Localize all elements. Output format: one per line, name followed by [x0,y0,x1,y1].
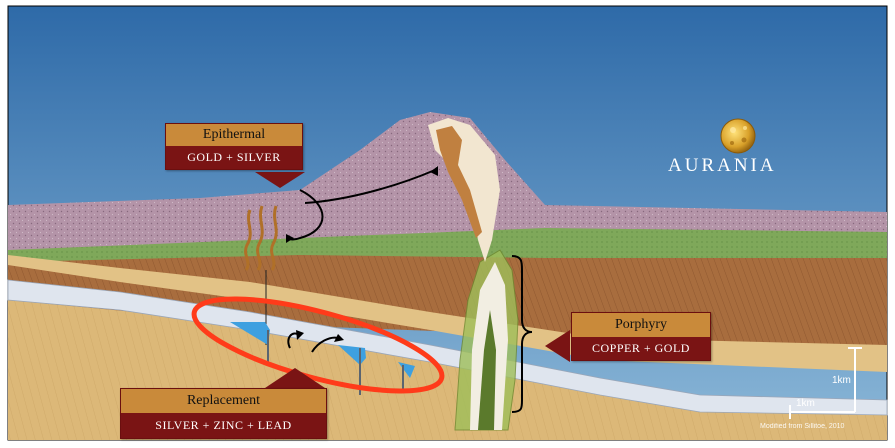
porphyry-subtitle: COPPER + GOLD [572,337,710,360]
scale-vertical-label: 1km [832,375,851,386]
replacement-label: Replacement SILVER + ZINC + LEAD [120,388,327,439]
brand-name: AURANIA [668,155,777,177]
epithermal-label: Epithermal GOLD + SILVER [165,123,303,170]
porphyry-title: Porphyry [572,313,710,337]
epithermal-subtitle: GOLD + SILVER [166,146,302,169]
porphyry-label: Porphyry COPPER + GOLD [571,312,711,361]
scale-horizontal-label: 1km [796,398,815,409]
replacement-title: Replacement [121,389,326,413]
credit-text: Modified from Sillitoe, 2010 [760,423,844,430]
gold-nugget-icon [721,119,755,153]
epithermal-title: Epithermal [166,124,302,146]
replacement-subtitle: SILVER + ZINC + LEAD [121,413,326,438]
